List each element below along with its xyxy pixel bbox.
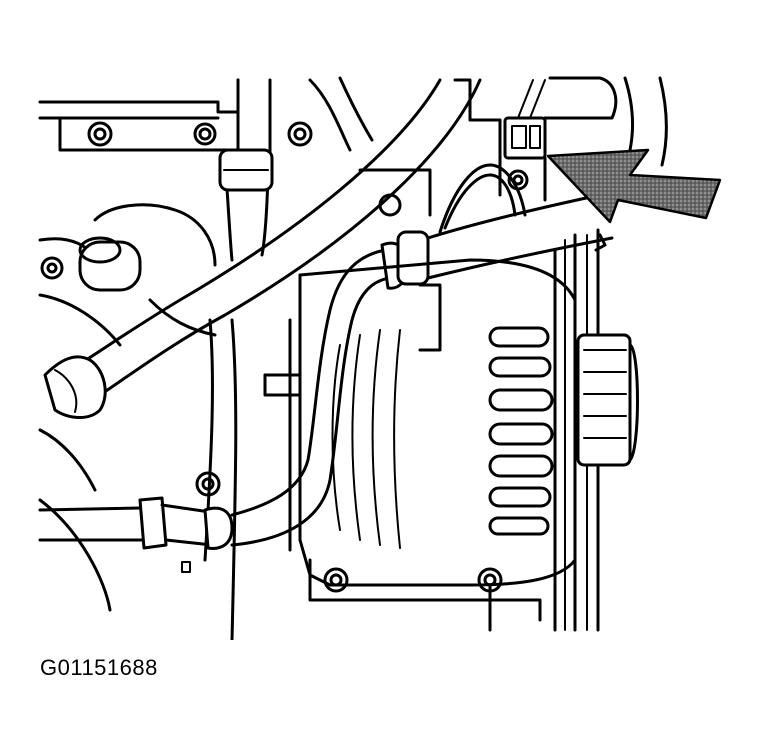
water-outlet-housing: [38, 203, 217, 347]
heater-pipe: [380, 163, 614, 290]
upper-left-bracket: [38, 78, 240, 152]
engine-block-upper: [236, 76, 668, 217]
alternator-pulley: [553, 228, 639, 632]
figure-id-label: G01151688: [40, 655, 158, 680]
alternator-connector: [468, 79, 547, 202]
engine-line-illustration: [38, 76, 722, 640]
vertical-hose: [218, 148, 274, 262]
upper-radiator-hose: [38, 78, 482, 492]
location-arrow: [546, 148, 722, 224]
